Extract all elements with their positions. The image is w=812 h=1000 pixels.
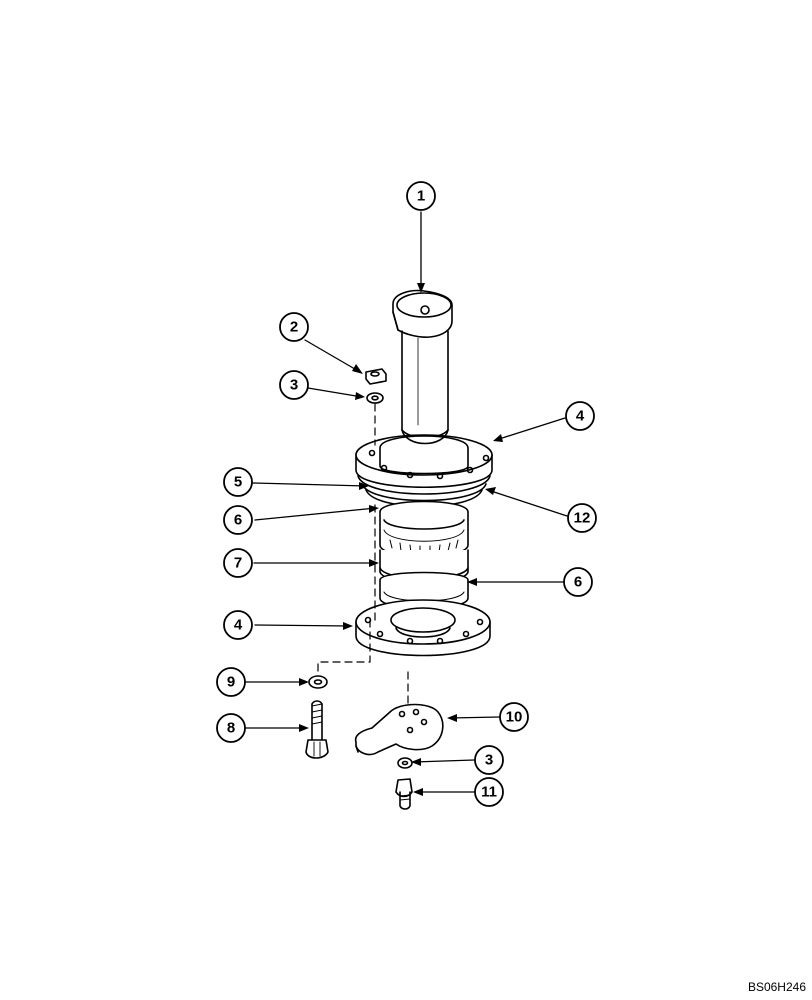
nut-part bbox=[365, 368, 387, 385]
screw-part bbox=[395, 778, 413, 810]
svg-text:11: 11 bbox=[481, 784, 497, 801]
svg-text:4: 4 bbox=[234, 617, 243, 634]
callout-4-upper: 4 bbox=[565, 401, 595, 431]
svg-text:12: 12 bbox=[574, 510, 591, 527]
callout-8: 8 bbox=[216, 713, 246, 743]
callout-11: 11 bbox=[474, 777, 504, 807]
small-washer-part bbox=[397, 757, 413, 769]
svg-text:8: 8 bbox=[227, 720, 235, 737]
callout-6-lower: 6 bbox=[563, 567, 593, 597]
alignment-line-left bbox=[317, 403, 376, 677]
svg-text:9: 9 bbox=[227, 674, 235, 691]
lower-housing-part bbox=[355, 599, 491, 657]
callout-5: 5 bbox=[223, 467, 253, 497]
callout-6-upper: 6 bbox=[223, 505, 253, 535]
callout-9: 9 bbox=[216, 667, 246, 697]
svg-text:6: 6 bbox=[234, 512, 242, 529]
svg-text:10: 10 bbox=[506, 709, 523, 726]
pin-shaft-part bbox=[392, 289, 453, 439]
callout-12: 12 bbox=[567, 503, 597, 533]
callout-3-upper: 3 bbox=[279, 370, 309, 400]
callout-4-lower: 4 bbox=[223, 610, 253, 640]
callout-10: 10 bbox=[499, 702, 529, 732]
leader-arrowheads bbox=[299, 283, 503, 796]
retainer-plate-part bbox=[354, 703, 444, 756]
svg-text:3: 3 bbox=[485, 752, 493, 769]
reference-code: BS06H246 bbox=[747, 980, 806, 994]
leader-lines bbox=[244, 211, 568, 793]
upper-housing-part bbox=[355, 429, 493, 508]
svg-text:3: 3 bbox=[290, 377, 298, 394]
callout-1: 1 bbox=[406, 181, 436, 211]
lower-washer-part bbox=[308, 675, 328, 689]
bearing-stack-part bbox=[379, 500, 469, 610]
bolt-part bbox=[305, 700, 329, 759]
svg-text:2: 2 bbox=[290, 319, 298, 336]
callout-3-lower: 3 bbox=[474, 745, 504, 775]
svg-text:7: 7 bbox=[234, 555, 242, 572]
callout-7: 7 bbox=[223, 548, 253, 578]
upper-washer-part bbox=[366, 392, 384, 404]
svg-text:6: 6 bbox=[574, 574, 582, 591]
svg-text:5: 5 bbox=[234, 474, 242, 491]
svg-text:1: 1 bbox=[417, 188, 425, 205]
svg-text:4: 4 bbox=[576, 408, 585, 425]
callout-2: 2 bbox=[279, 312, 309, 342]
